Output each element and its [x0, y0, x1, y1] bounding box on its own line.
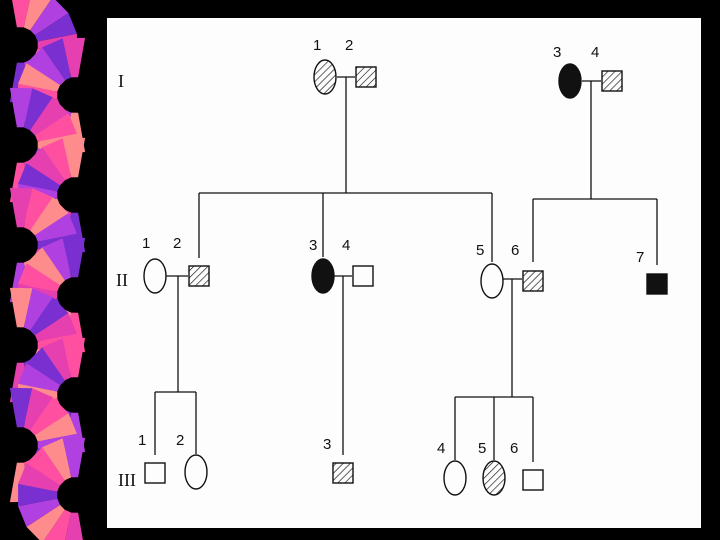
- individual-I-3-circle: [558, 63, 582, 99]
- ribbon-wedge: [30, 0, 69, 36]
- decorative-ribbon: [9, 0, 86, 540]
- generation-label-I: I: [118, 71, 124, 91]
- ribbon-wedge: [35, 313, 77, 342]
- ribbon-wedge: [42, 438, 72, 481]
- individual-number-III-6: 6: [510, 440, 518, 457]
- ribbon-wedge: [30, 197, 69, 236]
- ribbon-fan-10: [18, 437, 86, 540]
- individual-III-4-circle: [443, 460, 467, 496]
- ribbon-wedge: [18, 163, 61, 192]
- generation-label-II: II: [116, 270, 128, 290]
- ribbon-wedge: [18, 263, 61, 292]
- ribbon-wedge: [30, 297, 69, 336]
- individual-III-6-square: [522, 469, 544, 491]
- individual-II-5-circle: [480, 263, 504, 299]
- ribbon-wedge: [65, 512, 83, 540]
- ribbon-wedge: [23, 188, 53, 231]
- individual-number-II-1: 1: [142, 235, 150, 252]
- individual-number-II-5: 5: [476, 242, 484, 259]
- individual-number-III-4: 4: [437, 440, 445, 457]
- individual-II-3-circle: [311, 258, 335, 294]
- individual-number-II-6: 6: [511, 242, 519, 259]
- connection-lines: [154, 76, 658, 462]
- individual-III-3-square: [332, 462, 354, 484]
- ribbon-wedge: [9, 287, 33, 328]
- ribbon-wedge: [30, 97, 69, 136]
- generation-label-III: III: [118, 470, 136, 490]
- individual-I-4-square: [601, 70, 623, 92]
- ribbon-wedge: [42, 138, 72, 181]
- individual-number-I-2: 2: [345, 37, 353, 54]
- ribbon-wedge: [26, 347, 65, 386]
- individual-III-1-square: [144, 462, 166, 484]
- ribbon-wedge: [44, 509, 72, 540]
- ribbon-wedge: [23, 388, 53, 431]
- individual-number-II-7: 7: [636, 249, 644, 266]
- ribbon-wedge: [23, 88, 53, 131]
- individual-number-III-3: 3: [323, 436, 331, 453]
- ribbon-wedge: [35, 113, 77, 142]
- individual-number-II-4: 4: [342, 237, 350, 254]
- ribbon-wedge: [62, 437, 86, 478]
- individual-I-1-circle: [313, 59, 337, 95]
- ribbon-wedge: [26, 47, 65, 86]
- ribbon-wedge: [23, 288, 53, 331]
- ribbon-wedge: [18, 463, 61, 492]
- ribbon-wedge: [62, 337, 86, 378]
- ribbon-wedge: [35, 413, 77, 442]
- individual-number-I-3: 3: [553, 44, 561, 61]
- individual-number-I-1: 1: [313, 37, 321, 54]
- individual-II-6-square: [522, 270, 544, 292]
- ribbon-wedge: [42, 338, 72, 381]
- ribbon-wedge: [9, 187, 33, 228]
- ribbon-wedge: [42, 38, 72, 81]
- individual-number-II-3: 3: [309, 237, 317, 254]
- individual-II-1-circle: [143, 258, 167, 294]
- individual-III-5-circle: [482, 460, 506, 496]
- individuals: 1 2 3 4 1 2 3 4 5 6 7 1 2 3 4 5 6: [138, 37, 668, 496]
- ribbon-wedge: [26, 247, 65, 286]
- individual-III-2-circle: [184, 454, 208, 490]
- ribbon-wedge: [30, 397, 69, 436]
- individual-number-III-1: 1: [138, 432, 146, 449]
- ribbon-wedge: [18, 483, 58, 507]
- ribbon-wedge: [18, 498, 61, 527]
- individual-number-III-2: 2: [176, 432, 184, 449]
- ribbon-wedge: [35, 213, 77, 242]
- ribbon-wedge: [62, 137, 86, 178]
- ribbon-wedge: [62, 37, 86, 78]
- ribbon-wedge: [26, 447, 65, 486]
- individual-II-4-square: [352, 265, 374, 287]
- ribbon-wedge: [18, 63, 61, 92]
- ribbon-wedge: [23, 0, 51, 31]
- individual-number-III-5: 5: [478, 440, 486, 457]
- individual-II-7-square: [646, 273, 668, 295]
- ribbon-wedge: [26, 147, 65, 186]
- ribbon-wedge: [9, 87, 33, 128]
- individual-II-2-square: [188, 265, 210, 287]
- individual-number-I-4: 4: [591, 44, 599, 61]
- individual-I-2-square: [355, 66, 377, 88]
- ribbon-wedge: [62, 237, 86, 278]
- ribbon-wedge: [18, 363, 61, 392]
- ribbon-wedge: [12, 0, 30, 28]
- ribbon-wedge: [9, 387, 33, 428]
- ribbon-wedge: [35, 13, 77, 42]
- ribbon-wedge: [42, 238, 72, 281]
- individual-number-II-2: 2: [173, 235, 181, 252]
- ribbon-wedge: [26, 504, 65, 540]
